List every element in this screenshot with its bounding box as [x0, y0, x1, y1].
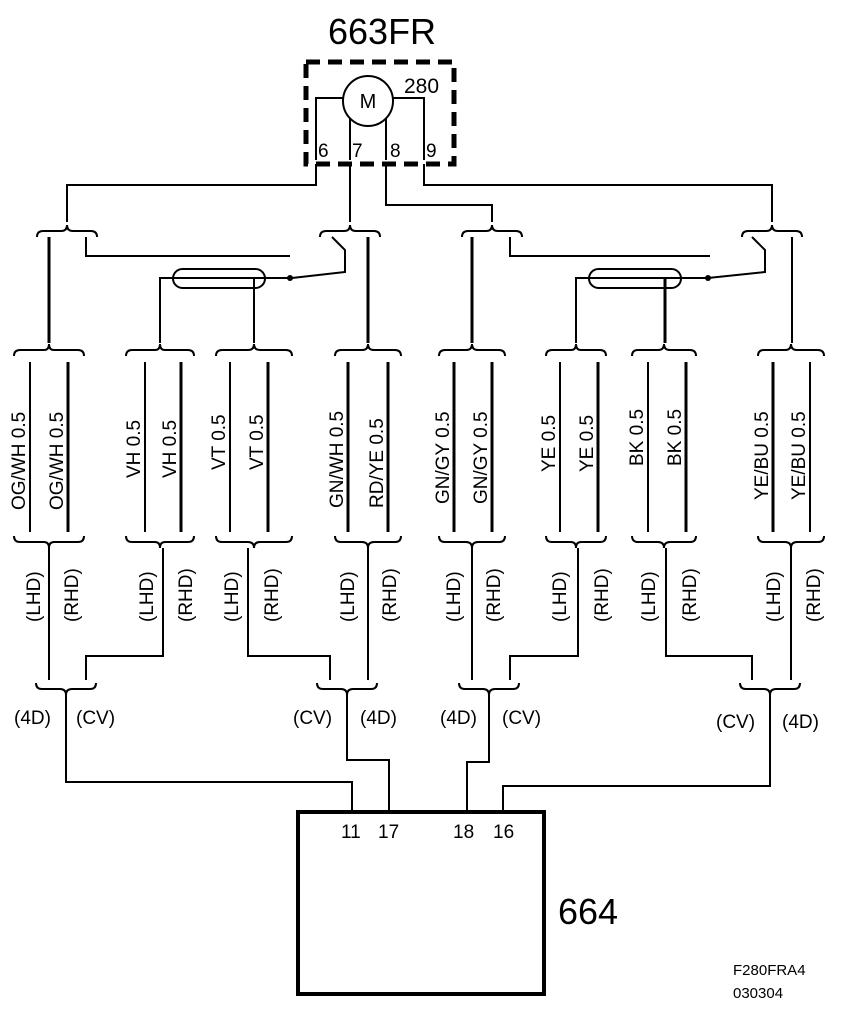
wire-label-1-rhd: OG/WH 0.5	[47, 412, 68, 510]
lower-splice-brackets	[35, 682, 801, 696]
wire-vh-route-upper	[159, 236, 346, 343]
motor-housing-dashed-box	[303, 59, 457, 167]
figure-code: F280FRA4	[733, 962, 806, 979]
wire-label-2-lhd: VH 0.5	[124, 420, 145, 478]
ecu-component-id: 664	[558, 891, 618, 932]
motor-component-id: 663FR	[328, 11, 436, 52]
wire-label-8-lhd: YE/BU 0.5	[752, 411, 773, 500]
wire-bk-route-upper	[575, 236, 766, 343]
body-variant-2-right: (4D)	[360, 708, 397, 729]
splice-bracket-3	[461, 224, 523, 238]
shielded-pair-right-icon	[588, 268, 682, 289]
ecu-box	[296, 810, 546, 996]
variant-label-2-rhd: (RHD)	[176, 568, 197, 622]
wire-label-5-rhd: GN/GY 0.5	[471, 411, 492, 504]
variant-label-5-lhd: (LHD)	[444, 571, 465, 622]
wire-label-8-rhd: YE/BU 0.5	[789, 411, 810, 500]
wire-label-5-lhd: GN/GY 0.5	[433, 411, 454, 504]
motor-pin-7: 7	[352, 141, 363, 162]
wire-label-4-rhd: RD/YE 0.5	[367, 418, 388, 508]
motor-part-number: 280	[404, 75, 439, 98]
wire-label-2-rhd: VH 0.5	[160, 420, 181, 478]
variant-label-4-rhd: (RHD)	[380, 568, 401, 622]
shield-ground-dot-right-icon	[705, 275, 711, 281]
motor-output-wire-6	[66, 164, 317, 222]
body-variant-1-right: (CV)	[76, 708, 115, 729]
wire-label-7-lhd: BK 0.5	[627, 409, 648, 466]
ecu-feed-wires	[65, 695, 771, 812]
wire-labels: OG/WH 0.5 OG/WH 0.5 VH 0.5 VH 0.5 VT 0.5…	[9, 409, 810, 510]
motor-internal-wire-9	[393, 97, 425, 160]
shield-ground-dot-left-icon	[287, 275, 293, 281]
ecu-pin-11: 11	[341, 822, 361, 843]
motor-symbol-icon	[342, 75, 394, 127]
motor-output-wire-8	[385, 164, 493, 222]
body-variant-1-left: (4D)	[14, 708, 51, 729]
wire-segments	[29, 362, 811, 532]
motor-symbol-label: M	[360, 91, 377, 113]
splice-bracket-1	[36, 224, 98, 238]
wire-label-1-lhd: OG/WH 0.5	[9, 412, 30, 510]
variant-label-8-rhd: (RHD)	[804, 568, 825, 622]
splice-bracket-2	[319, 224, 381, 238]
ecu-pin-17: 17	[378, 822, 399, 843]
motor-internal-wire-6	[315, 97, 343, 160]
variant-label-7-lhd: (LHD)	[639, 571, 660, 622]
wire-option-brackets-top	[13, 343, 825, 357]
variant-label-2-lhd: (LHD)	[137, 571, 158, 622]
ecu-pin-16: 16	[493, 822, 514, 843]
body-variant-4-right: (4D)	[782, 712, 819, 733]
body-variant-3-left: (4D)	[440, 708, 477, 729]
lower-routing-wires	[48, 548, 792, 680]
motor-pin-9: 9	[426, 141, 437, 162]
variant-label-4-lhd: (LHD)	[338, 571, 359, 622]
date-code: 030304	[733, 985, 783, 1002]
variant-label-3-lhd: (LHD)	[222, 571, 243, 622]
wire-label-6-rhd: YE 0.5	[577, 415, 598, 472]
variant-label-7-rhd: (RHD)	[680, 568, 701, 622]
motor-pin-6: 6	[318, 141, 329, 162]
wire-vt-route-upper	[85, 237, 290, 257]
wire-ye-route-upper	[509, 237, 710, 257]
variant-label-5-rhd: (RHD)	[484, 568, 505, 622]
body-variant-4-left: (CV)	[716, 712, 755, 733]
wire-label-4-lhd: GN/WH 0.5	[327, 411, 348, 508]
motor-pin-8: 8	[390, 141, 401, 162]
variant-label-8-lhd: (LHD)	[764, 571, 785, 622]
variant-label-6-lhd: (LHD)	[550, 571, 571, 622]
wire-option-brackets-bottom	[13, 535, 825, 549]
body-variant-3-right: (CV)	[502, 708, 541, 729]
variant-labels: (LHD) (RHD) (LHD) (RHD) (LHD) (RHD) (LHD…	[24, 568, 825, 622]
body-variant-labels: (4D) (CV) (CV) (4D) (4D) (CV) (CV) (4D)	[14, 708, 819, 733]
splice-bracket-4	[741, 224, 803, 238]
wire-label-7-rhd: BK 0.5	[665, 409, 686, 466]
shielded-pair-left-icon	[172, 268, 266, 289]
ecu-pin-18: 18	[453, 822, 474, 843]
motor-output-wire-9	[423, 164, 773, 222]
variant-label-1-lhd: (LHD)	[24, 571, 45, 622]
variant-label-1-rhd: (RHD)	[62, 568, 83, 622]
variant-label-6-rhd: (RHD)	[592, 568, 613, 622]
body-variant-2-left: (CV)	[293, 708, 332, 729]
wire-label-3-rhd: VT 0.5	[247, 414, 268, 470]
wire-label-3-lhd: VT 0.5	[209, 414, 230, 470]
wire-label-6-lhd: YE 0.5	[539, 415, 560, 472]
variant-label-3-rhd: (RHD)	[262, 568, 283, 622]
